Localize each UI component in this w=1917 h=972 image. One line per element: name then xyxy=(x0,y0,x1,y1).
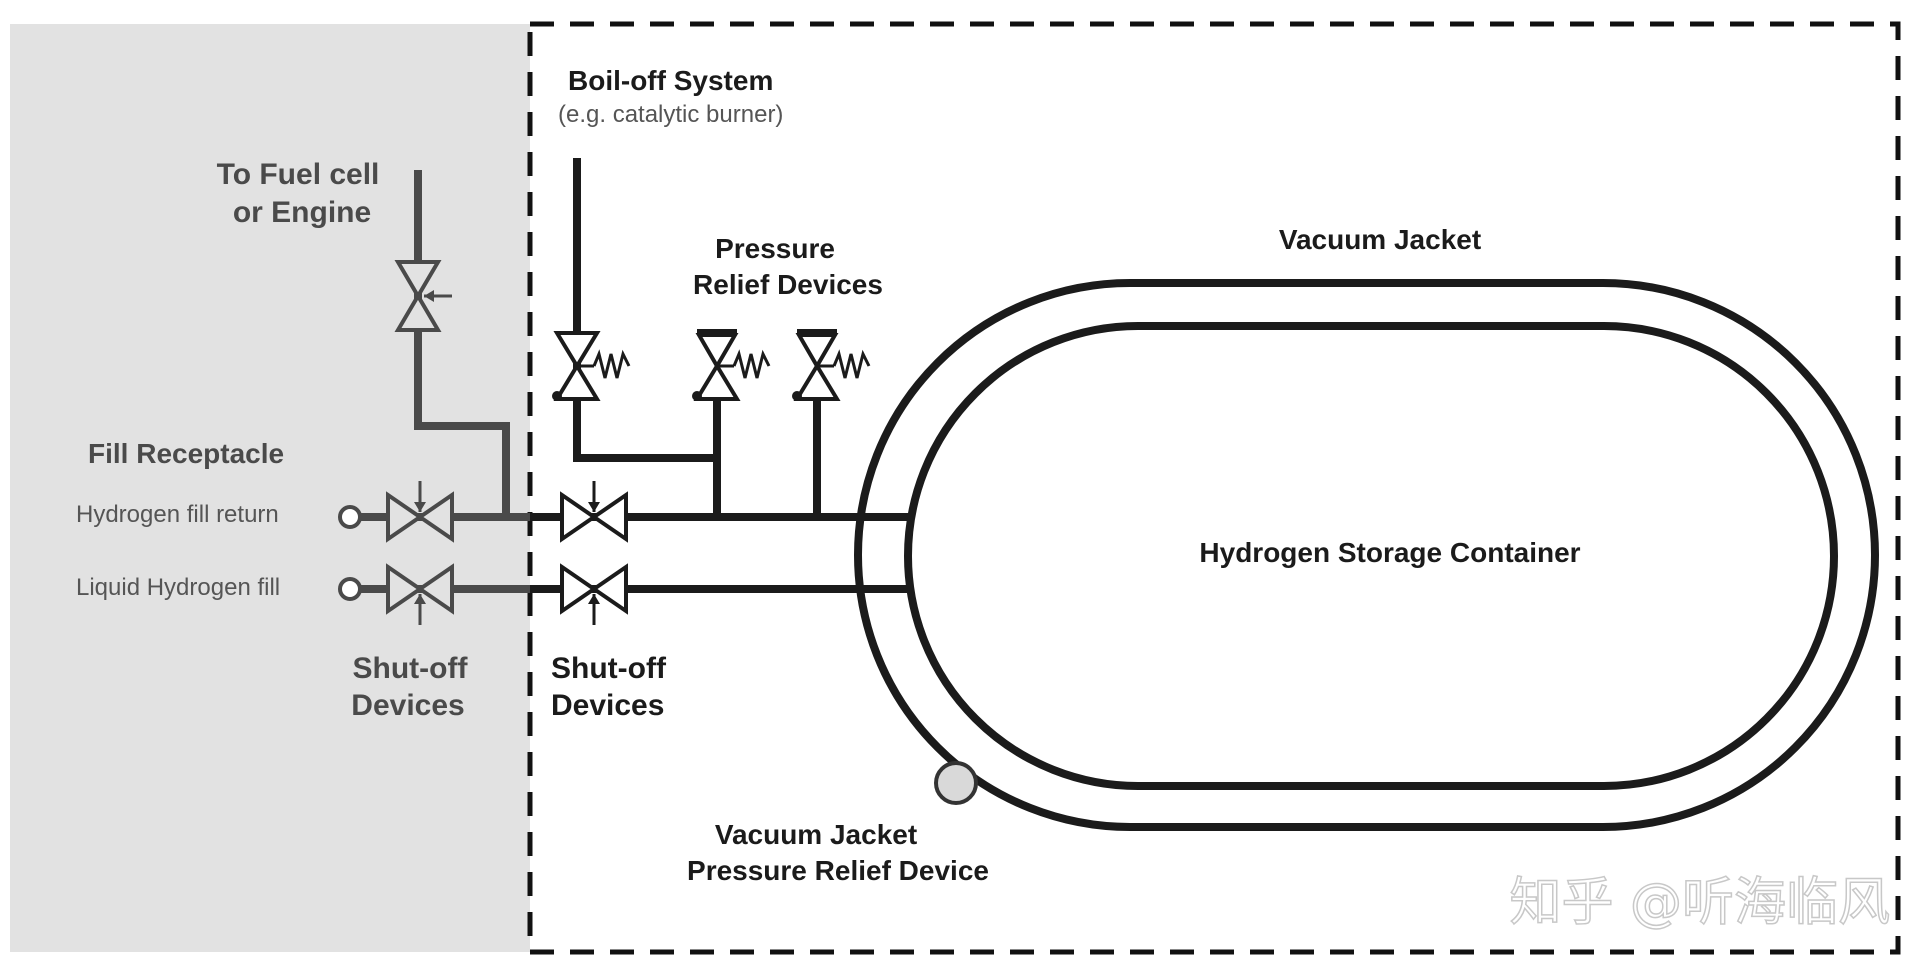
storage-container-outline xyxy=(904,322,1838,790)
watermark: 知乎 @听海临风 xyxy=(1509,873,1890,933)
shutoff-valve-fill-outer xyxy=(386,563,454,625)
fill-receptacle-label: Fill Receptacle xyxy=(88,438,284,469)
vacuum-jacket-relief-device xyxy=(934,761,978,805)
boiloff-title: Boil-off System xyxy=(568,65,773,96)
container-label: Hydrogen Storage Container xyxy=(1199,537,1580,568)
fill-return-port xyxy=(338,505,362,529)
vacuum-jacket-outline xyxy=(854,279,1879,831)
vj-prd-label-line1: Vacuum Jacket xyxy=(715,819,917,850)
boiloff-relief-valve xyxy=(552,331,631,401)
shutoff-valve-return-outer xyxy=(386,481,454,543)
liquid-fill-port xyxy=(338,577,362,601)
shutoff-right-line2: Devices xyxy=(551,689,664,722)
shutoff-left-line2: Devices xyxy=(351,689,464,722)
vacuum-jacket-label: Vacuum Jacket xyxy=(1279,224,1481,255)
system-boundary xyxy=(527,21,1901,955)
shutoff-valve-return-inner xyxy=(560,481,628,543)
fill-return-label: Hydrogen fill return xyxy=(76,501,279,528)
shutoff-left-line1: Shut-off xyxy=(353,652,469,685)
fuel-line-valve xyxy=(394,260,452,332)
prd-label-line1: Pressure xyxy=(715,233,835,264)
vj-prd-label-line2: Pressure Relief Device xyxy=(687,855,989,886)
pressure-relief-valve-2 xyxy=(792,329,871,401)
shutoff-valve-fill-inner xyxy=(560,563,628,625)
liquid-fill-label: Liquid Hydrogen fill xyxy=(76,574,280,601)
pressure-relief-valve-1 xyxy=(692,329,771,401)
fuel-label-line1: To Fuel cell xyxy=(217,158,380,191)
fuel-label-line2: or Engine xyxy=(233,196,371,229)
boiloff-subtitle: (e.g. catalytic burner) xyxy=(558,101,783,128)
fill-receptacle-panel xyxy=(10,24,530,952)
shutoff-right-line1: Shut-off xyxy=(551,652,667,685)
prd-label-line2: Relief Devices xyxy=(693,269,883,300)
